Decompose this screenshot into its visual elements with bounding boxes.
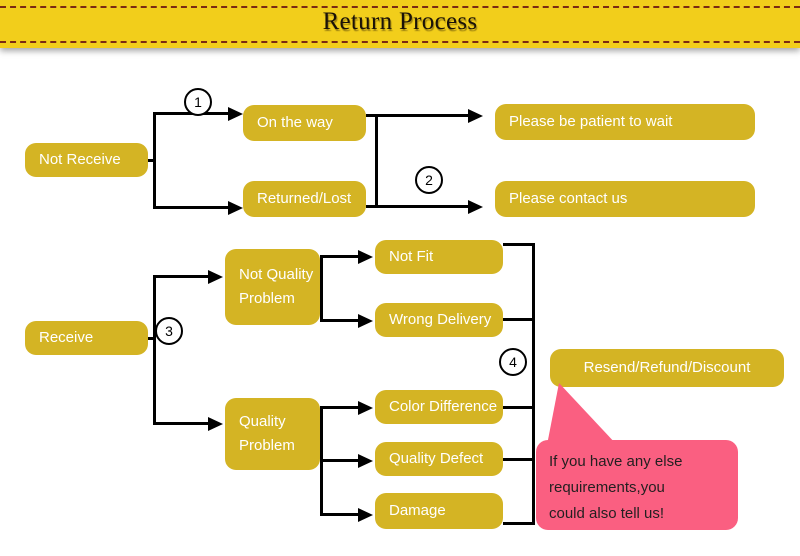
banner-dashed-line-top [0, 6, 800, 8]
arrowhead-to-color-difference [358, 401, 373, 415]
banner-dashed-line-bottom [0, 41, 800, 43]
arrowhead-to-wait-message [468, 109, 483, 123]
connector-wrong-delivery-out [503, 318, 535, 321]
arrowhead-to-not-fit [358, 250, 373, 264]
node-color-difference[interactable]: Color Difference [375, 390, 503, 424]
node-on-the-way[interactable]: On the way [243, 105, 366, 141]
connector-to-color-difference [320, 406, 360, 409]
node-not-receive[interactable]: Not Receive [25, 143, 148, 177]
node-please-contact-us[interactable]: Please contact us [495, 181, 755, 217]
callout-bubble: If you have any else requirements,you co… [536, 440, 738, 530]
connector-to-quality-problem [153, 422, 211, 425]
connector-to-wrong-delivery [320, 319, 360, 322]
connector-to-damage [320, 513, 360, 516]
connector-on-the-way-out [366, 114, 378, 117]
node-please-be-patient-to-wait[interactable]: Please be patient to wait [495, 104, 755, 140]
connector-to-not-quality-problem [153, 275, 211, 278]
connector-to-wait-message [375, 114, 471, 117]
step-marker-1: 1 [184, 88, 212, 116]
connector-middle-bus [375, 114, 378, 208]
node-not-fit[interactable]: Not Fit [375, 240, 503, 274]
arrowhead-to-quality-problem [208, 417, 223, 431]
connector-not-receive-bus [153, 112, 156, 206]
arrowhead-to-wrong-delivery [358, 314, 373, 328]
step-marker-4: 4 [499, 348, 527, 376]
connector-outcome-collector-bus [532, 243, 535, 525]
arrowhead-to-on-the-way [228, 107, 243, 121]
connector-to-returned-lost [153, 206, 231, 209]
arrowhead-to-damage [358, 508, 373, 522]
header-banner: Return Process [0, 0, 800, 48]
node-quality-problem[interactable]: Quality Problem [225, 398, 320, 470]
callout-line-1: If you have any else [549, 453, 683, 470]
connector-receive-bus [153, 275, 156, 425]
callout-line-3: could also tell us! [549, 505, 665, 522]
node-not-quality-problem[interactable]: Not Quality Problem [225, 249, 320, 325]
arrowhead-to-not-quality-problem [208, 270, 223, 284]
connector-not-quality-reasons-bus [320, 255, 323, 321]
connector-color-difference-out [503, 406, 535, 409]
arrowhead-to-returned-lost [228, 201, 243, 215]
connector-not-fit-out [503, 243, 535, 246]
arrowhead-to-quality-defect [358, 454, 373, 468]
connector-receive-out [148, 337, 156, 340]
connector-damage-out [503, 522, 535, 525]
connector-returned-lost-out [366, 205, 378, 208]
node-returned-lost[interactable]: Returned/Lost [243, 181, 366, 217]
node-wrong-delivery[interactable]: Wrong Delivery [375, 303, 503, 337]
node-resend-refund-discount[interactable]: Resend/Refund/Discount [550, 349, 784, 387]
step-marker-2: 2 [415, 166, 443, 194]
callout-line-2: requirements,you [549, 479, 665, 496]
connector-to-not-fit [320, 255, 360, 258]
node-receive[interactable]: Receive [25, 321, 148, 355]
connector-to-contact-message [375, 205, 471, 208]
connector-not-receive-out [148, 159, 156, 162]
arrowhead-to-contact-message [468, 200, 483, 214]
step-marker-3: 3 [155, 317, 183, 345]
node-quality-defect[interactable]: Quality Defect [375, 442, 503, 476]
connector-quality-defect-out [503, 458, 535, 461]
callout-tail [547, 383, 617, 445]
node-damage[interactable]: Damage [375, 493, 503, 529]
page-title: Return Process [322, 8, 478, 35]
connector-to-quality-defect [320, 459, 360, 462]
